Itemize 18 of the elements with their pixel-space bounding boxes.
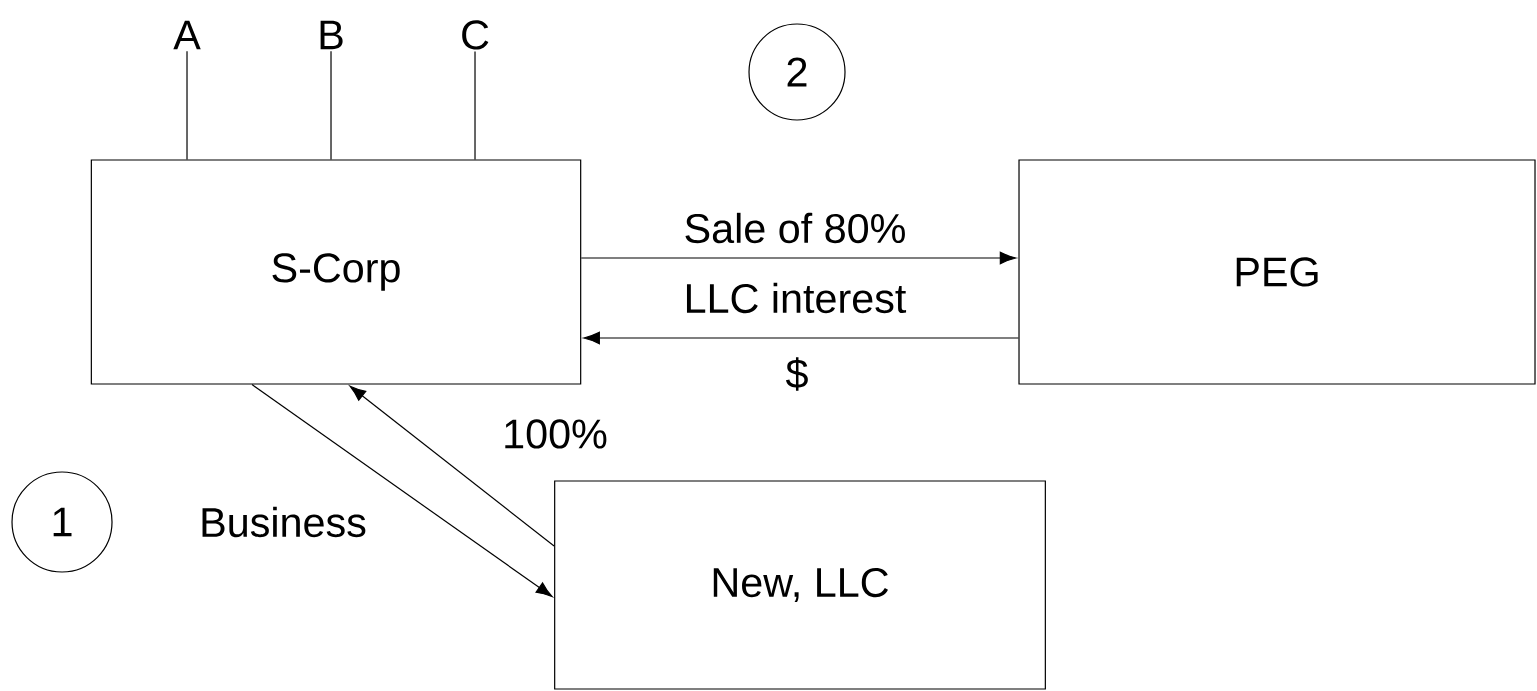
- arrow: [583, 331, 1019, 345]
- edge-label: 100%: [500, 418, 610, 450]
- edge-label: Sale of 80%: [682, 211, 908, 245]
- arrow: [349, 385, 555, 547]
- edge-label: Business: [197, 505, 369, 539]
- transaction-note: LLC interest: [682, 281, 908, 315]
- connector-line: [330, 50, 332, 160]
- arrow: [580, 251, 1017, 265]
- connector-line: [186, 50, 188, 160]
- edge-label: $: [784, 355, 810, 393]
- entity-box: S-Corp: [90, 159, 582, 385]
- connector-line: [474, 50, 476, 160]
- entity-box: New, LLC: [554, 480, 1046, 690]
- letter-label: A: [173, 20, 201, 50]
- arrow: [251, 384, 553, 598]
- letter-label: C: [462, 20, 489, 50]
- entity-box: PEG: [1018, 159, 1536, 385]
- letter-label: B: [320, 20, 343, 50]
